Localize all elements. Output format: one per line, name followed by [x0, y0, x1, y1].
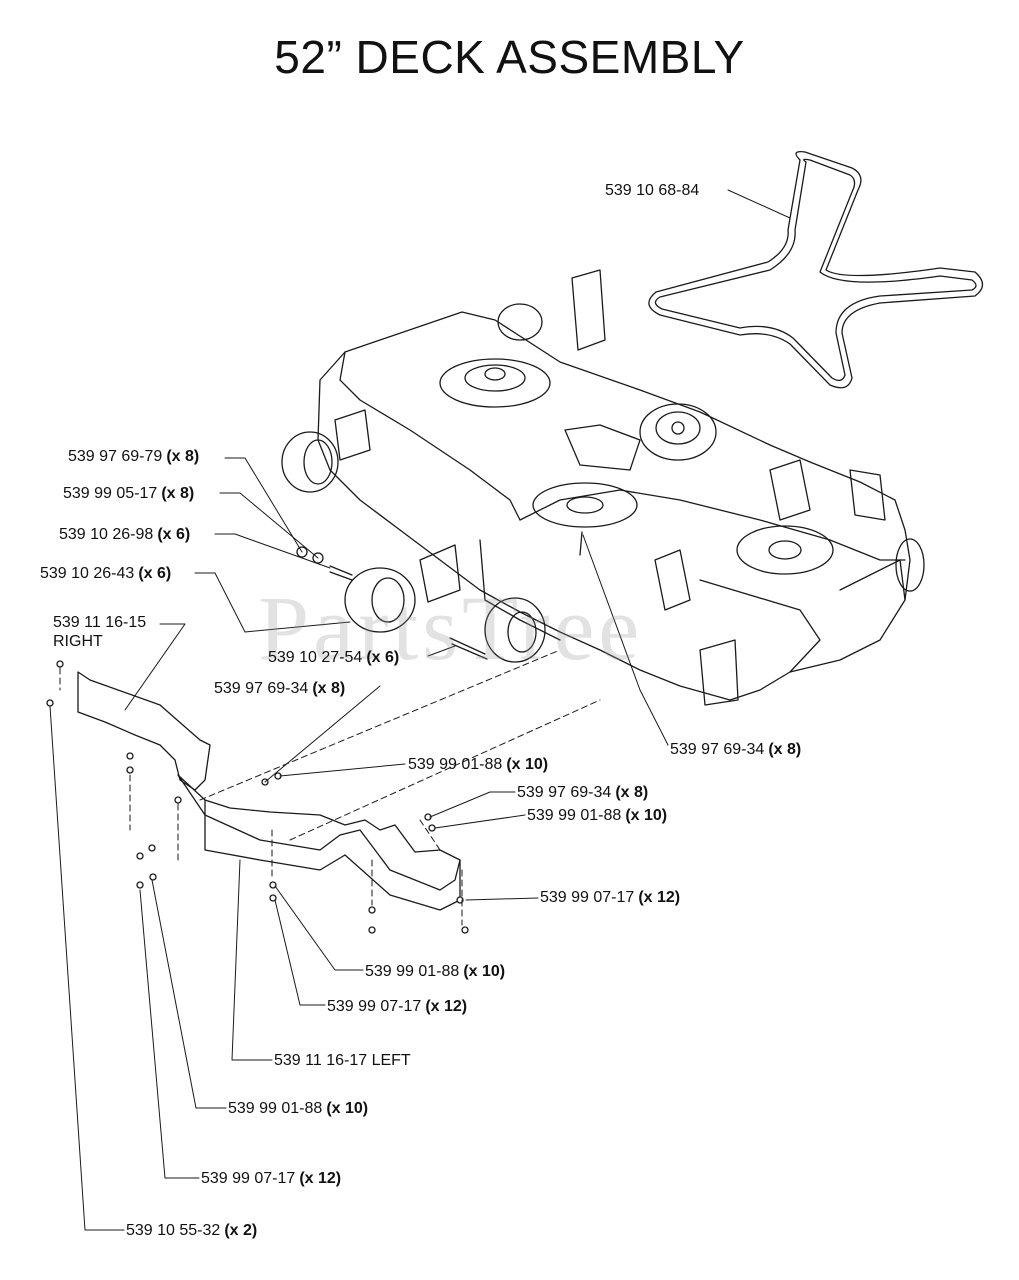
leader-lines	[49, 189, 791, 1231]
page-title: 52” DECK ASSEMBLY	[274, 31, 745, 83]
callout-pin: 539 10 55-32(x 2)	[126, 1222, 258, 1239]
callout-bolt-wheel: 539 97 69-79(x 8)	[68, 448, 200, 465]
callout-screw-b: 539 97 69-34(x 8)	[517, 784, 649, 801]
watermark: PartsTree	[258, 577, 644, 679]
callout-nut-c: 539 99 01-88(x 10)	[365, 963, 506, 980]
callout-screw-a: 539 97 69-34(x 8)	[214, 680, 346, 697]
mower-deck	[317, 269, 911, 706]
callout-nut-b: 539 99 01-88(x 10)	[527, 807, 668, 824]
wheel-hardware	[296, 531, 583, 660]
callout-nut-a: 539 99 01-88(x 10)	[408, 756, 549, 773]
callout-wheel-bolt-long: 539 10 27-54(x 6)	[268, 649, 400, 666]
callout-wheel: 539 10 26-43(x 6)	[40, 565, 172, 582]
callout-nut-d: 539 99 01-88(x 10)	[228, 1100, 369, 1117]
callout-washer-wheel: 539 99 05-17(x 8)	[63, 485, 195, 502]
callout-screw-deck: 539 97 69-34(x 8)	[670, 741, 802, 758]
fasteners	[46, 660, 469, 934]
callout-washer-c: 539 99 07-17(x 12)	[201, 1170, 342, 1187]
alignment-lines	[59, 649, 601, 926]
callout-baffle-left: 539 11 16-17 LEFT	[274, 1052, 411, 1069]
baffle-plates	[77, 671, 461, 911]
baffle-right-side-label: RIGHT	[53, 633, 103, 650]
callout-washer-a: 539 99 07-17(x 12)	[540, 889, 681, 906]
callout-belt: 539 10 68-84	[605, 182, 700, 199]
deck-wheels	[281, 303, 925, 663]
callout-washer-b: 539 99 07-17(x 12)	[327, 998, 468, 1015]
drive-belt	[648, 151, 984, 389]
callout-spacer-wheel: 539 10 26-98(x 6)	[59, 526, 191, 543]
